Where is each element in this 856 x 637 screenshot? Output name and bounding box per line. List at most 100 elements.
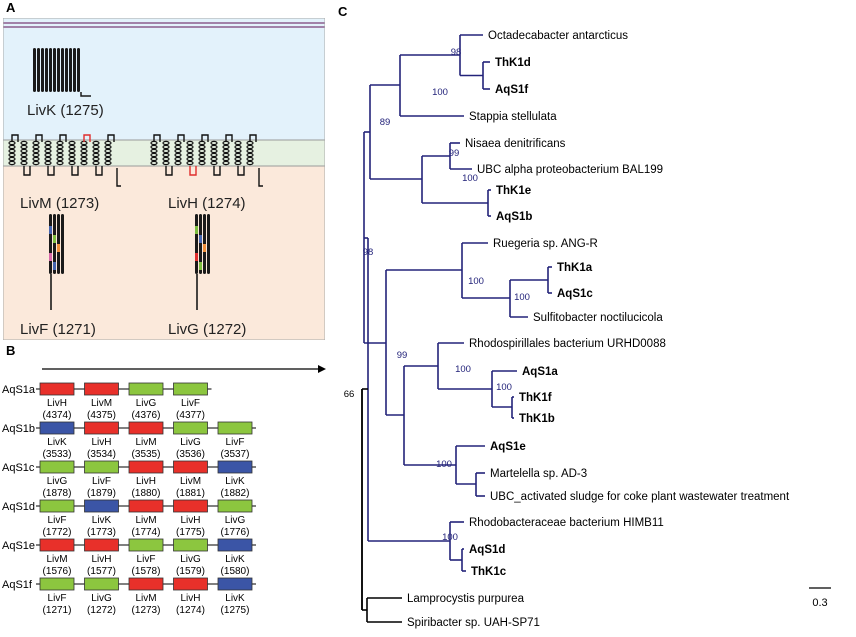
tree-leaf-label: AqS1d — [469, 544, 505, 556]
tree-leaf-label: Ruegeria sp. ANG-R — [493, 238, 598, 250]
gene-label: LivK — [225, 593, 245, 604]
tree-leaf-label: AqS1a — [522, 366, 558, 378]
bootstrap-value: 100 — [468, 276, 484, 287]
panel-a-letter: A — [6, 0, 16, 15]
gene-label: LivK — [47, 437, 67, 448]
gene-box — [84, 421, 119, 435]
bootstrap-value: 100 — [455, 364, 471, 375]
gene-cluster-row: AqS1fLivF(1271)LivG(1272)LivM(1273)LivH(… — [2, 577, 256, 616]
livk-structure — [33, 48, 91, 97]
bootstrap-value: 100 — [436, 459, 452, 470]
gene-box — [217, 460, 253, 474]
gene-label: LivF — [48, 593, 67, 604]
gene-id: (1775) — [176, 527, 205, 538]
gene-id: (1273) — [132, 605, 161, 616]
gene-id: (1881) — [176, 488, 205, 499]
gene-label: LivG — [91, 593, 112, 604]
gene-cluster-row: AqS1aLivH(4374)LivM(4375)LivG(4376)LivF(… — [2, 382, 212, 421]
gene-id: (1772) — [43, 527, 72, 538]
tree-leaf-label: ThK1c — [471, 566, 507, 578]
gene-id: (3535) — [132, 449, 161, 460]
gene-label: LivM — [135, 437, 156, 448]
tree-leaf-label: ThK1d — [495, 57, 531, 69]
operon-direction-arrow — [42, 365, 326, 373]
gene-box — [39, 382, 75, 396]
gene-label: LivM — [91, 398, 112, 409]
gene-id: (1271) — [43, 605, 72, 616]
gene-id: (1879) — [87, 488, 116, 499]
gene-box — [128, 460, 164, 474]
tree-leaf-label: Spiribacter sp. UAH-SP71 — [407, 617, 540, 629]
gene-label: LivG — [225, 515, 246, 526]
tree-branches — [361, 34, 552, 623]
gene-box — [128, 421, 164, 435]
gene-cluster-row: AqS1cLivG(1878)LivF(1879)LivH(1880)LivM(… — [2, 460, 256, 499]
gene-label: LivH — [180, 515, 200, 526]
bootstrap-value: 98 — [363, 247, 374, 258]
gene-id: (1880) — [132, 488, 161, 499]
gene-box — [39, 460, 75, 474]
cluster-name: AqS1f — [2, 579, 33, 591]
panel-c-letter: C — [338, 4, 348, 19]
livf-structure — [49, 214, 64, 310]
gene-id: (1576) — [43, 566, 72, 577]
gene-box — [217, 538, 253, 552]
tree-leaf-label: AqS1c — [557, 288, 593, 300]
gene-label: LivK — [225, 476, 245, 487]
gene-box — [217, 577, 253, 591]
gene-cluster-row: AqS1eLivM(1576)LivH(1577)LivF(1578)LivG(… — [2, 538, 256, 577]
tree-leaf-label: ThK1b — [519, 413, 555, 425]
protein-label-livg: LivG (1272) — [168, 321, 246, 338]
livh-structure — [150, 134, 263, 187]
gene-label: LivM — [46, 554, 67, 565]
gene-label: LivF — [92, 476, 111, 487]
tree-leaf-label: Octadecabacter antarcticus — [488, 30, 628, 42]
gene-box — [173, 460, 208, 474]
cluster-name: AqS1b — [2, 423, 35, 435]
bootstrap-value: 100 — [462, 173, 478, 184]
scale-bar-label: 0.3 — [812, 597, 827, 609]
gene-id: (4376) — [132, 410, 161, 421]
gene-label: LivH — [91, 554, 111, 565]
gene-label: LivG — [180, 554, 201, 565]
gene-box — [128, 382, 164, 396]
gene-box — [173, 382, 208, 396]
gene-box — [39, 421, 75, 435]
protein-label-livk: LivK (1275) — [27, 102, 104, 119]
protein-label-livm: LivM (1273) — [20, 195, 99, 212]
bootstrap-value: 89 — [380, 117, 391, 128]
gene-box — [217, 421, 253, 435]
bootstrap-value: 66 — [344, 389, 355, 400]
gene-box — [128, 538, 164, 552]
gene-id: (4374) — [43, 410, 72, 421]
tree-leaf-label: ThK1a — [557, 262, 593, 274]
panel-b-gene-clusters: AqS1aLivH(4374)LivM(4375)LivG(4376)LivF(… — [2, 365, 326, 616]
gene-cluster-row: AqS1bLivK(3533)LivH(3534)LivM(3535)LivG(… — [2, 421, 256, 460]
tree-leaf-label: Rhodobacteraceae bacterium HIMB11 — [469, 517, 664, 529]
gene-box — [39, 577, 75, 591]
gene-id: (1773) — [87, 527, 116, 538]
tree-leaf-label: Nisaea denitrificans — [465, 138, 566, 150]
gene-box — [173, 421, 208, 435]
gene-box — [173, 499, 208, 513]
bootstrap-value: 100 — [442, 532, 458, 543]
gene-label: LivG — [136, 398, 157, 409]
gene-box — [84, 538, 119, 552]
tree-leaf-label: Sulfitobacter noctilucicola — [533, 312, 663, 324]
protein-label-livf: LivF (1271) — [20, 321, 96, 338]
bootstrap-value: 99 — [449, 148, 460, 159]
livg-structure — [195, 214, 210, 310]
gene-id: (1579) — [176, 566, 205, 577]
scale-bar: 0.3 — [809, 587, 831, 609]
gene-cluster-row: AqS1dLivF(1772)LivK(1773)LivM(1774)LivH(… — [2, 499, 256, 538]
gene-id: (3534) — [87, 449, 116, 460]
livm-structure — [8, 134, 121, 187]
bootstrap-value: 100 — [514, 292, 530, 303]
cytoplasm-region — [3, 166, 325, 340]
cluster-name: AqS1e — [2, 540, 35, 552]
gene-box — [173, 538, 208, 552]
gene-box — [84, 577, 119, 591]
gene-box — [173, 577, 208, 591]
bootstrap-value: 100 — [432, 87, 448, 98]
gene-id: (1272) — [87, 605, 116, 616]
